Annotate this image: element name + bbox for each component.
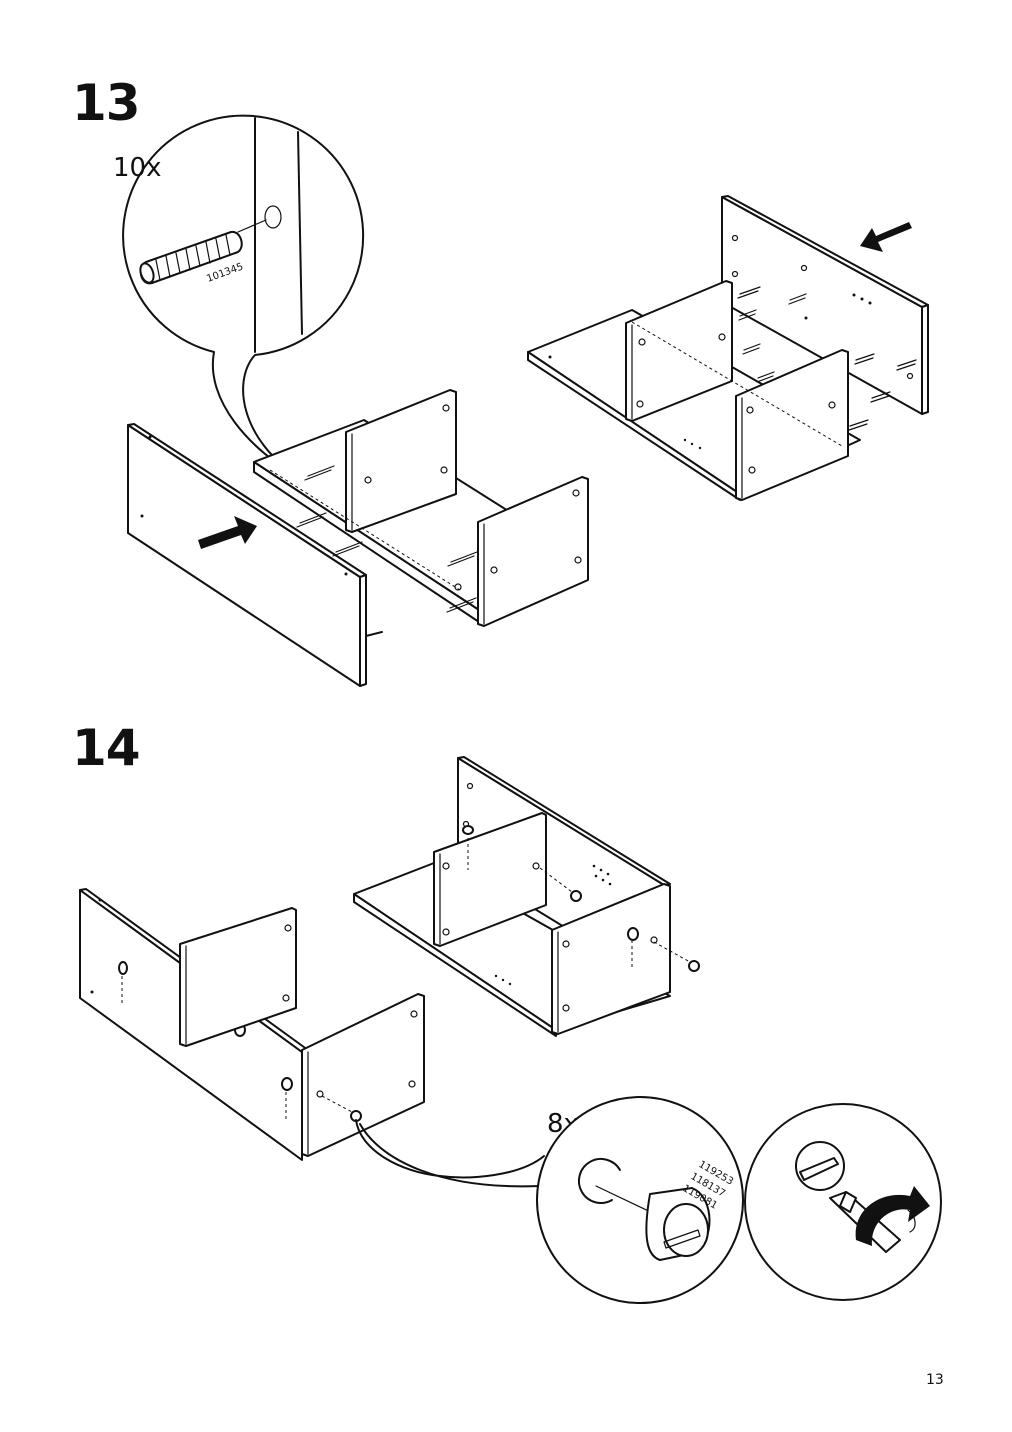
- step-13-quantity: 10x: [113, 153, 162, 183]
- cam-lock-detail-callout: 119253 118137 119081: [355, 1096, 942, 1304]
- screwdriver-icon: [795, 1141, 930, 1253]
- page-number: 13: [926, 1372, 944, 1388]
- cam-lock-icon: [645, 1187, 711, 1261]
- dowel-icon: [139, 230, 243, 285]
- dowel-detail-callout: 101345: [122, 114, 365, 479]
- step-13-right-assembly: [527, 195, 929, 501]
- step-14-left-assembly: [79, 888, 425, 1161]
- step-13-number: 13: [72, 74, 141, 132]
- step-13-left-assembly: [127, 389, 589, 687]
- step-14-number: 14: [72, 719, 141, 777]
- dowel-part-number: 101345: [205, 261, 245, 284]
- step-14-right-assembly: [353, 756, 700, 1037]
